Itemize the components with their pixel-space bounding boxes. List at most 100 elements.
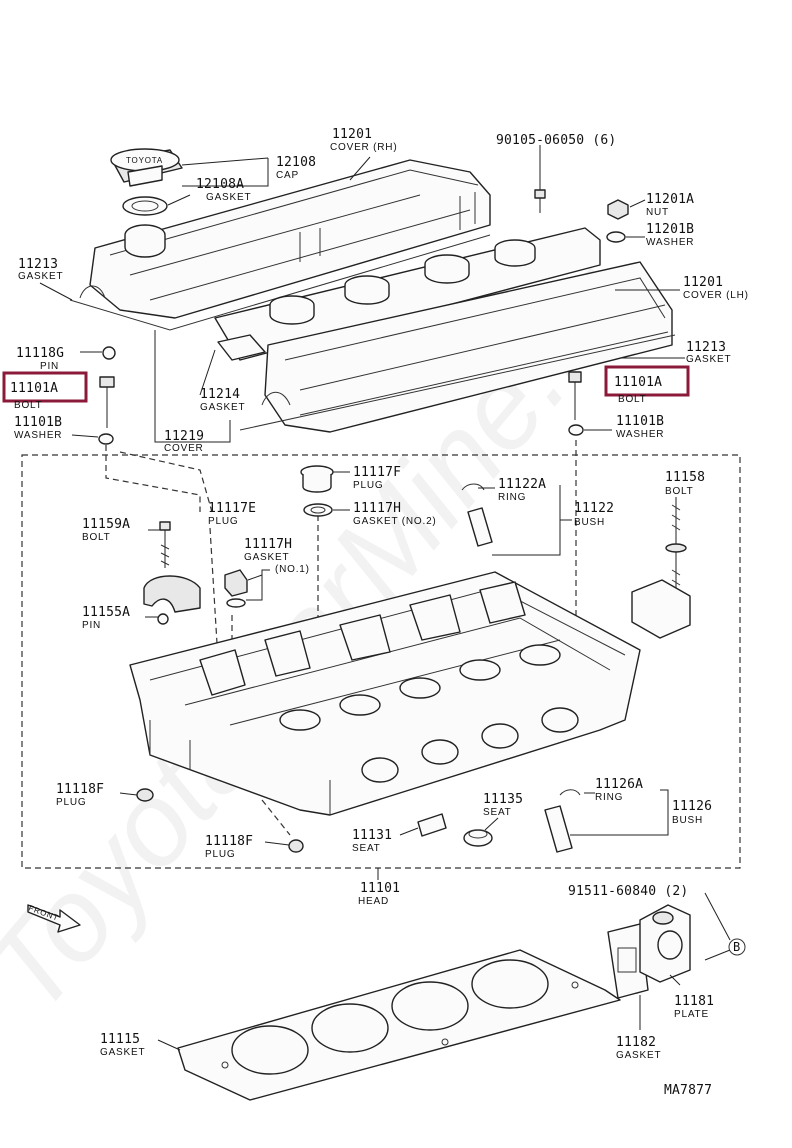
label-11117H-mid: 11117H GASKET (NO.1) [244, 537, 309, 575]
svg-text:SEAT: SEAT [483, 807, 512, 818]
svg-text:BUSH: BUSH [672, 815, 703, 826]
svg-text:PIN: PIN [40, 361, 59, 372]
pin-11155A [157, 613, 169, 625]
svg-text:GASKET: GASKET [200, 402, 245, 413]
svg-text:11158: 11158 [665, 470, 705, 485]
valve-cover-rh [79, 159, 491, 319]
cover-gasket-rh [69, 234, 491, 331]
label-11182: 11182 GASKET [616, 1035, 661, 1061]
svg-text:11117H: 11117H [353, 501, 401, 516]
label-11159A: 11159A BOLT [82, 517, 130, 543]
bolt-90105 [534, 189, 546, 213]
svg-text:11122: 11122 [574, 501, 614, 516]
svg-text:PLATE: PLATE [674, 1009, 709, 1020]
cap-gasket-ring [122, 196, 168, 216]
svg-text:COVER: COVER [164, 443, 204, 454]
svg-text:11214: 11214 [200, 387, 240, 402]
bush-11122 [467, 507, 493, 547]
svg-text:BOLT: BOLT [82, 532, 111, 543]
label-11181: 11181 PLATE [674, 994, 714, 1020]
label-11213-right: 11213 GASKET [686, 340, 731, 365]
svg-text:11101: 11101 [360, 881, 400, 896]
washer-11101B-left [98, 433, 114, 445]
label-11101A-left: 11101A BOLT [10, 381, 58, 411]
svg-text:11101B: 11101B [616, 414, 664, 429]
bearing-cap-left [143, 575, 201, 613]
washer-11101B-right [568, 424, 584, 436]
svg-text:SEAT: SEAT [352, 843, 381, 854]
label-11101: 11101 HEAD [358, 881, 400, 907]
svg-text:PLUG: PLUG [56, 797, 86, 808]
diagram-code: MA7877 [664, 1083, 712, 1098]
svg-text:11213: 11213 [686, 340, 726, 355]
plug-11117F [300, 465, 334, 493]
pin-11118G [102, 346, 116, 360]
label-11155A: 11155A PIN [82, 605, 130, 631]
label-12108: 12108 CAP [276, 155, 316, 181]
label-11115: 11115 GASKET [100, 1032, 145, 1058]
label-11213-top: 11213 GASKET [18, 257, 63, 282]
svg-text:COVER (LH): COVER (LH) [683, 290, 749, 301]
cylinder-head [129, 571, 641, 816]
svg-text:11101B: 11101B [14, 415, 62, 430]
label-11214: 11214 GASKET [200, 387, 245, 413]
svg-text:PLUG: PLUG [353, 480, 383, 491]
reference-marker [728, 938, 746, 956]
bolt-11159A [159, 521, 171, 568]
oil-filler-neck [124, 224, 166, 258]
svg-text:11122A: 11122A [498, 477, 546, 492]
label-11122: 11122 BUSH [574, 501, 614, 528]
svg-text:BOLT: BOLT [14, 400, 43, 411]
bolt-11101A-left [99, 376, 115, 428]
svg-text:WASHER: WASHER [646, 237, 694, 248]
svg-text:11213: 11213 [18, 257, 58, 272]
label-11118F-bottom: 11118F PLUG [205, 834, 253, 860]
svg-text:11101A: 11101A [614, 375, 662, 390]
svg-text:GASKET: GASKET [206, 192, 251, 203]
svg-text:BUSH: BUSH [574, 517, 605, 528]
svg-text:11201A: 11201A [646, 192, 694, 207]
gasket-11214 [217, 334, 266, 361]
svg-text:11182: 11182 [616, 1035, 656, 1050]
svg-text:GASKET: GASKET [18, 271, 63, 282]
svg-text:11117F: 11117F [353, 465, 401, 480]
label-11135: 11135 SEAT [483, 792, 523, 818]
seat-11131 [417, 813, 447, 837]
svg-text:11126A: 11126A [595, 777, 643, 792]
highlight-11101A-left [2, 371, 88, 403]
svg-text:GASKET: GASKET [244, 552, 289, 563]
svg-text:RING: RING [595, 792, 623, 803]
label-11131: 11131 SEAT [352, 828, 392, 854]
svg-text:11115: 11115 [100, 1032, 140, 1047]
svg-text:CAP: CAP [276, 170, 299, 181]
label-11101B-right: 11101B WASHER [616, 414, 664, 440]
svg-text:11201: 11201 [683, 275, 723, 290]
ring-11126A [559, 789, 581, 796]
plug-11117E [224, 569, 248, 597]
oil-cap: TOYOTA [110, 148, 183, 187]
plug-11118F-bottom [288, 839, 304, 853]
svg-text:NUT: NUT [646, 207, 669, 218]
label-11122A: 11122A RING [498, 477, 546, 503]
svg-text:11219: 11219 [164, 429, 204, 444]
highlight-11101A-right [604, 365, 690, 397]
plug-11118F-left [136, 788, 154, 802]
svg-text:WASHER: WASHER [616, 429, 664, 440]
label-11101B-left: 11101B WASHER [14, 415, 62, 441]
svg-text:11126: 11126 [672, 799, 712, 814]
svg-text:GASKET (NO.2): GASKET (NO.2) [353, 516, 437, 527]
label-11201-lh: 11201 COVER (LH) [683, 275, 749, 301]
svg-text:PLUG: PLUG [205, 849, 235, 860]
svg-text:RING: RING [498, 492, 526, 503]
svg-text:90105-06050 (6): 90105-06050 (6) [496, 133, 616, 148]
svg-text:11131: 11131 [352, 828, 392, 843]
svg-text:91511-60840 (2): 91511-60840 (2) [568, 884, 688, 899]
label-12108A: 12108A GASKET [196, 177, 251, 203]
svg-text:11101A: 11101A [10, 381, 58, 396]
bolt-11158 [665, 500, 687, 590]
svg-text:11135: 11135 [483, 792, 523, 807]
svg-text:BOLT: BOLT [665, 486, 694, 497]
reference-marker-label: B [733, 940, 740, 954]
